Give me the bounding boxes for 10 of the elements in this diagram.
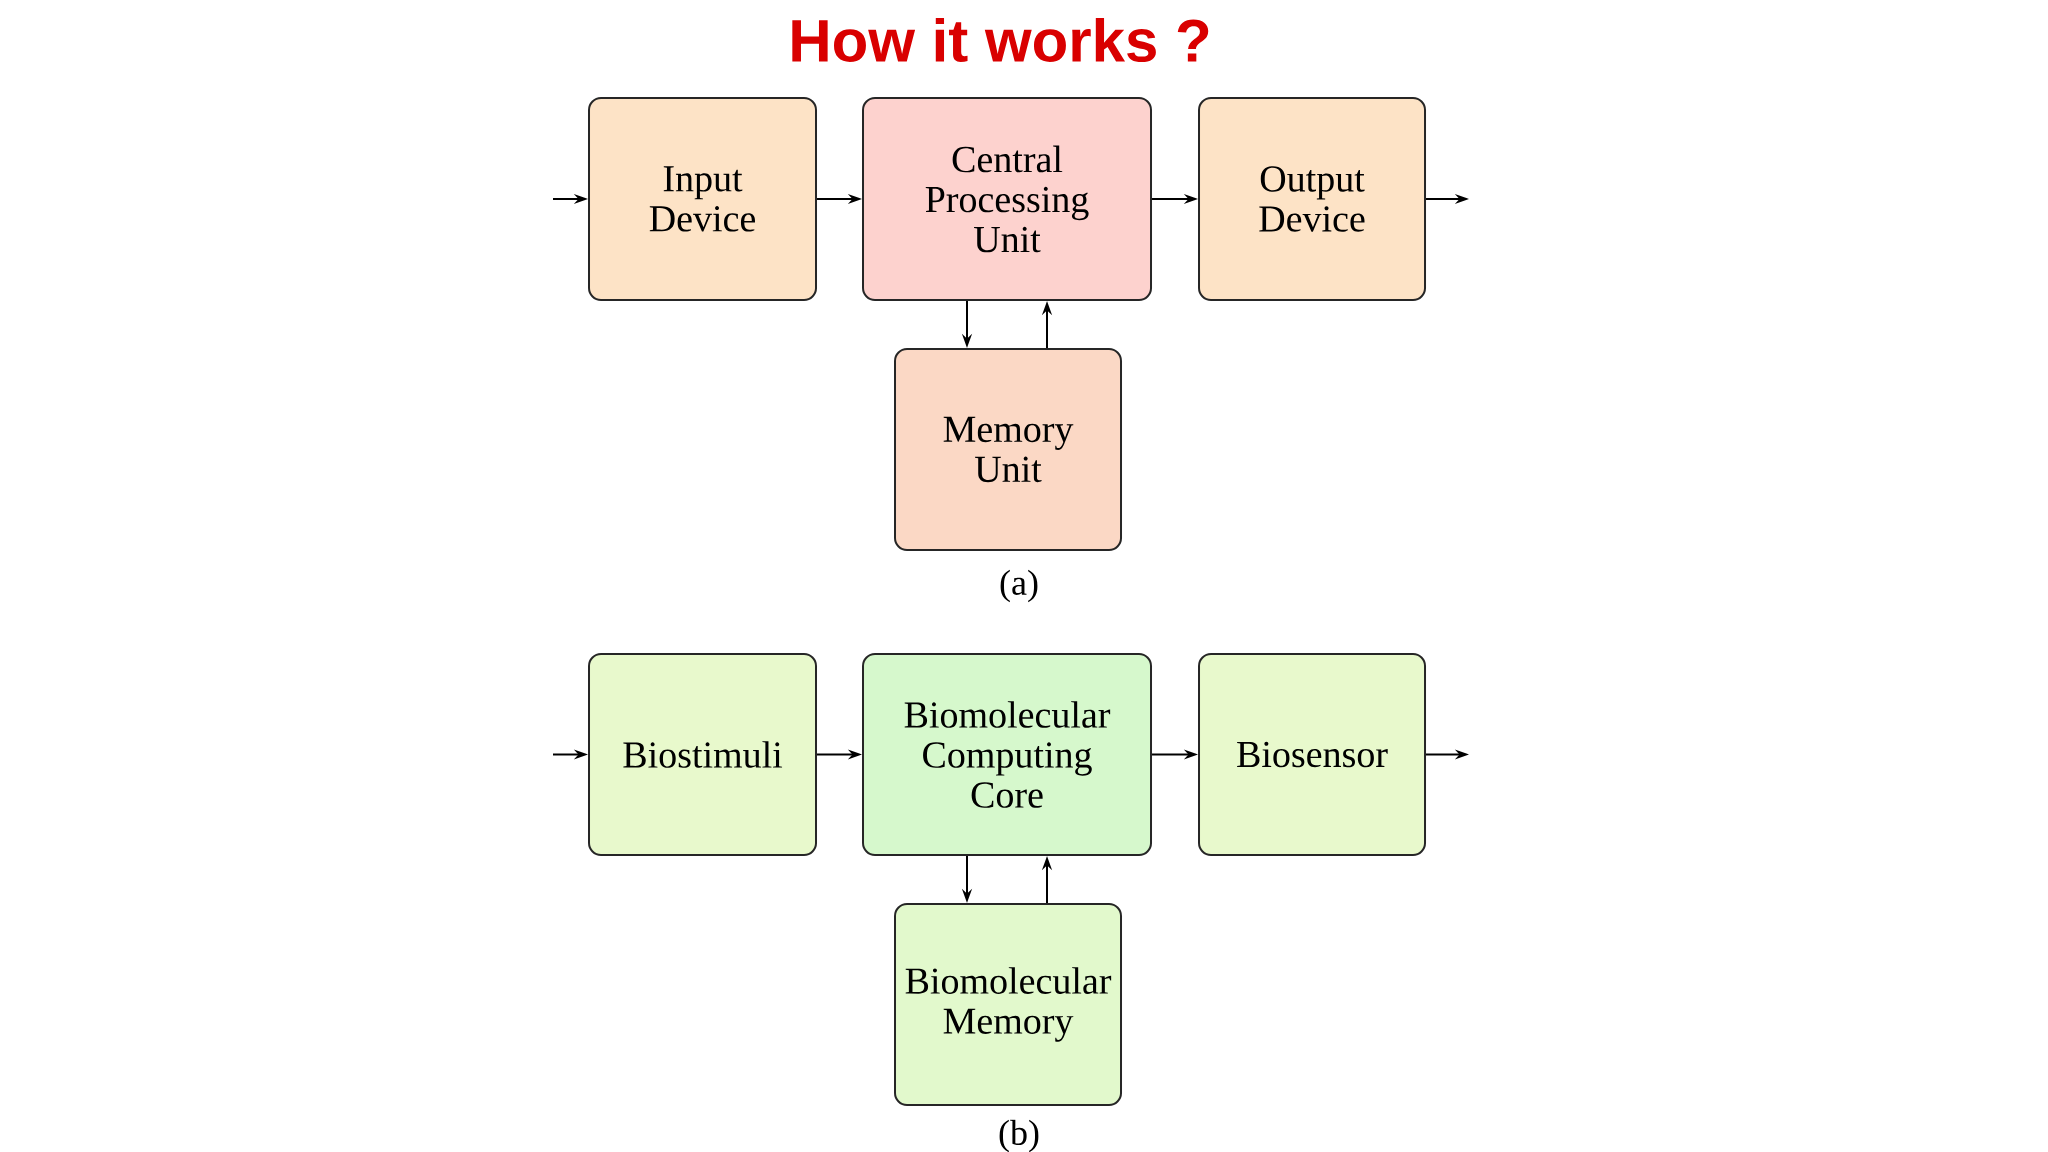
process-box: Input Device (588, 97, 817, 301)
process-box: Output Device (1198, 97, 1426, 301)
process-box: Memory Unit (894, 348, 1122, 551)
title: How it works ? (792, 17, 1209, 62)
process-box: Biosensor (1198, 653, 1426, 856)
process-box: Central Processing Unit (862, 97, 1152, 301)
process-box: Biostimuli (588, 653, 817, 856)
process-box: Biomolecular Memory (894, 903, 1122, 1106)
panel-label: (a) (1000, 569, 1038, 603)
process-box: Biomolecular Computing Core (862, 653, 1152, 856)
